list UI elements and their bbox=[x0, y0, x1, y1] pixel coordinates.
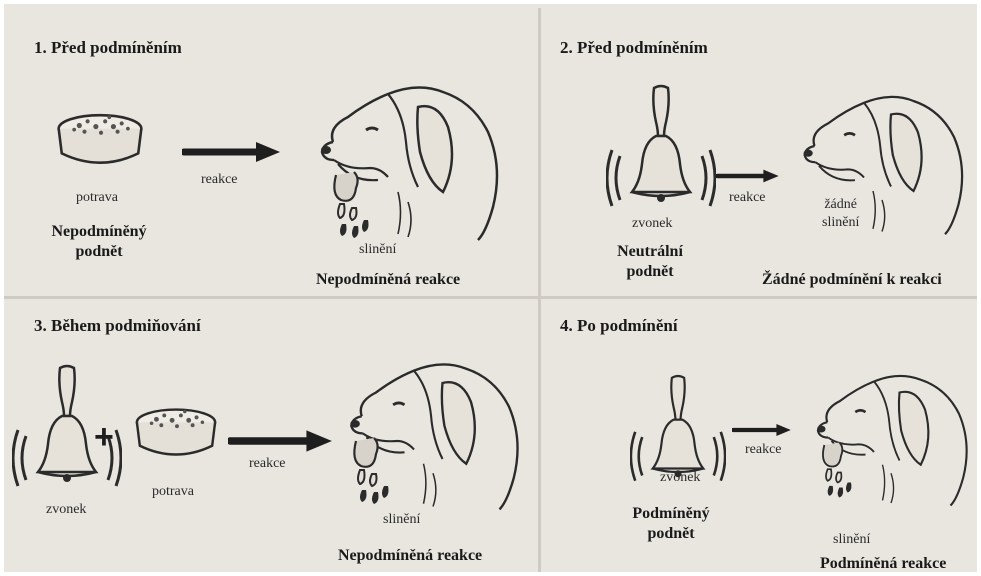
dog-head-icon bbox=[792, 82, 972, 237]
stimulus-type-label: Nepodmíněný podnět bbox=[38, 222, 160, 262]
stimulus-type-line-1: Podmíněný bbox=[620, 504, 722, 524]
stimulus-type-line-2: podnět bbox=[38, 242, 160, 262]
response-type-label: Podmíněná reakce bbox=[820, 554, 946, 574]
panel-title: 3. Během podmiňování bbox=[34, 316, 201, 336]
stimulus-type-line-2: podnět bbox=[620, 524, 722, 544]
arrow-icon bbox=[182, 140, 282, 164]
horizontal-divider bbox=[4, 296, 977, 299]
arrow-label: reakce bbox=[249, 456, 286, 472]
arrow-label: reakce bbox=[729, 190, 766, 206]
response-label: žádné slinění bbox=[822, 196, 859, 232]
response-label: slinění bbox=[359, 242, 396, 258]
response-label: slinění bbox=[383, 512, 420, 528]
stimulus-type-line-2: podnět bbox=[600, 262, 700, 282]
response-label: slinění bbox=[833, 532, 870, 548]
stimulus-type-line-1: Nepodmíněný bbox=[38, 222, 160, 242]
stimulus-label: zvonek bbox=[660, 470, 700, 486]
drool-icon bbox=[326, 170, 386, 240]
arrow-icon bbox=[228, 428, 334, 454]
bell-icon bbox=[606, 84, 716, 214]
arrow-label: reakce bbox=[201, 172, 238, 188]
drool-icon bbox=[816, 440, 866, 500]
vertical-divider bbox=[538, 8, 541, 572]
stimulus-food-label: potrava bbox=[152, 484, 194, 500]
arrow-label: reakce bbox=[745, 442, 782, 458]
stimulus-label: potrava bbox=[76, 190, 118, 206]
stimulus-bell-label: zvonek bbox=[46, 502, 86, 518]
arrow-icon bbox=[716, 166, 780, 186]
panel-title: 2. Před podmíněním bbox=[560, 38, 708, 58]
stimulus-type-label: Podmíněný podnět bbox=[620, 504, 722, 544]
drool-icon bbox=[346, 436, 406, 506]
stimulus-type-line-1: Neutrální bbox=[600, 242, 700, 262]
response-label-line-1: žádné bbox=[822, 196, 859, 214]
stimulus-label: zvonek bbox=[632, 216, 672, 232]
panel-title: 1. Před podmíněním bbox=[34, 38, 182, 58]
response-label-line-2: slinění bbox=[822, 214, 859, 232]
arrow-icon bbox=[732, 420, 792, 440]
food-bowl-icon bbox=[132, 404, 220, 464]
panel-title: 4. Po podmínění bbox=[560, 316, 678, 336]
plus-icon: + bbox=[94, 418, 114, 457]
food-bowl-icon bbox=[52, 110, 148, 172]
response-type-label: Nepodmíněná reakce bbox=[316, 270, 460, 290]
response-type-label: Žádné podmínění k reakci bbox=[762, 270, 942, 290]
stimulus-type-label: Neutrální podnět bbox=[600, 242, 700, 282]
response-type-label: Nepodmíněná reakce bbox=[338, 546, 482, 566]
